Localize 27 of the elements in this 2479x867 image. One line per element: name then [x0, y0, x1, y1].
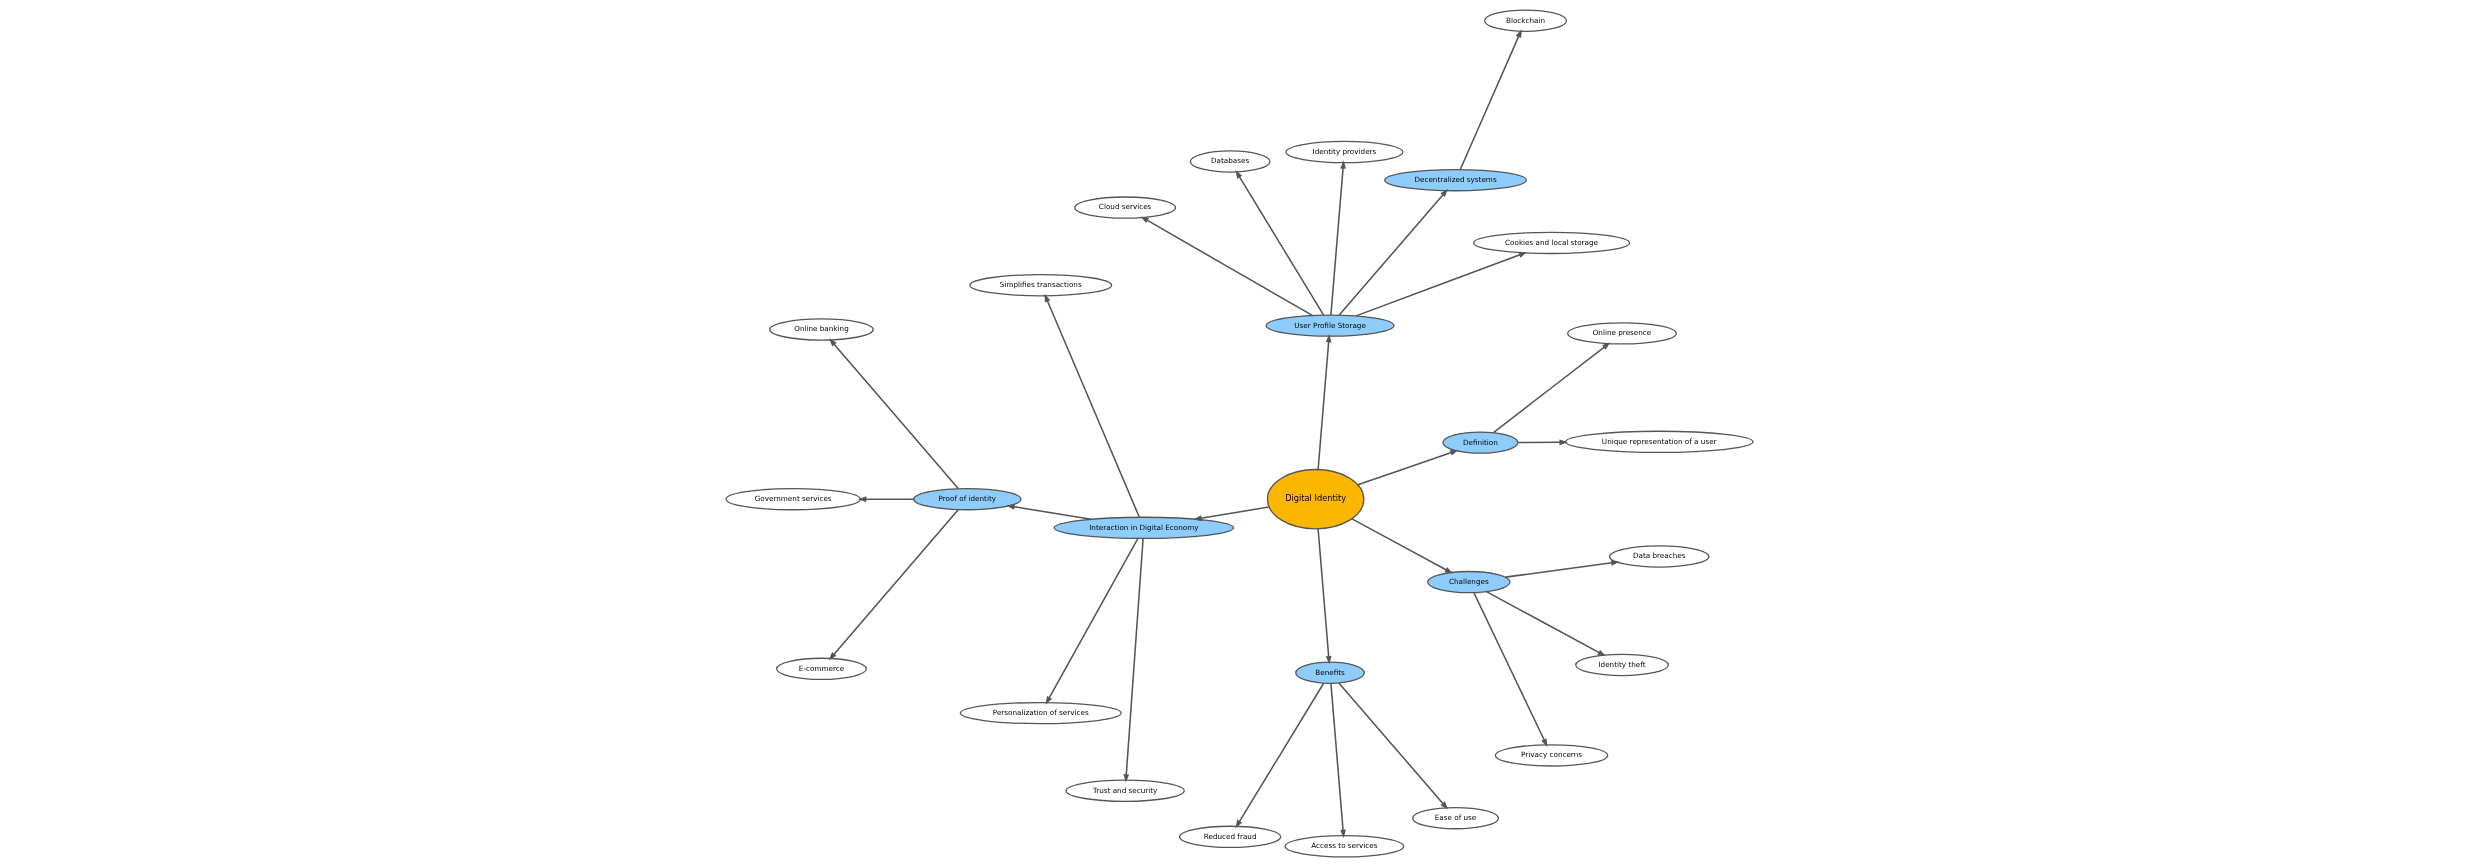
arrow [1317, 333, 1332, 471]
arrow [1492, 342, 1611, 434]
arrow [1330, 682, 1346, 838]
arrow [1473, 591, 1548, 747]
arrow [1459, 29, 1522, 171]
arrow [1485, 590, 1606, 657]
arrow [1357, 450, 1459, 486]
arrow [1317, 528, 1332, 665]
arrow [1193, 506, 1270, 522]
node-ellipse: Digital Identity [1266, 468, 1365, 530]
arrow [828, 509, 959, 661]
arrow [1235, 682, 1325, 829]
arrow [858, 496, 915, 503]
arrow [1338, 188, 1449, 316]
arrow [1338, 682, 1449, 810]
arrow [1006, 504, 1092, 521]
arrow [1517, 439, 1568, 446]
arrow [1355, 252, 1528, 317]
arrow [1140, 216, 1314, 317]
arrow [1045, 537, 1139, 705]
arrow [1044, 293, 1141, 519]
arrow [829, 338, 959, 490]
arrow [1330, 160, 1346, 316]
arrow [1123, 537, 1144, 783]
arrow [1235, 170, 1325, 316]
arrow [1504, 560, 1620, 578]
arrow [1351, 518, 1454, 574]
